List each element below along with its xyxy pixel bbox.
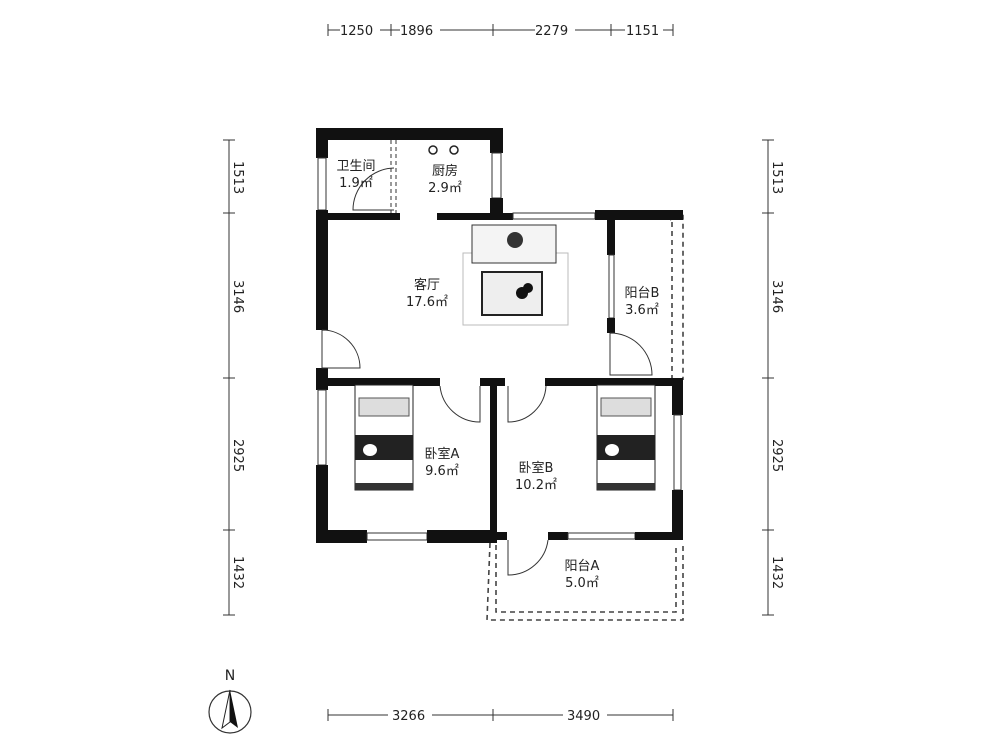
stove-burner-icon xyxy=(428,145,438,155)
dim-left-2: 3146 xyxy=(230,280,245,313)
dim-left-3: 2925 xyxy=(230,439,245,472)
dim-top-1: 1250 xyxy=(340,24,373,39)
north-compass-icon: N xyxy=(208,668,252,734)
room-balcony-b: 阳台B 3.6㎡ xyxy=(625,286,660,318)
right-dimension-line: 1513 3146 2925 1432 xyxy=(762,139,785,616)
dim-right-1: 1513 xyxy=(769,161,784,194)
room-name: 厨房 xyxy=(432,163,458,179)
side-table-icon xyxy=(507,232,523,248)
dim-right-3: 2925 xyxy=(769,439,784,472)
left-dimension-line: 1513 3146 2925 1432 xyxy=(223,139,246,616)
walls xyxy=(316,128,683,543)
room-name: 客厅 xyxy=(414,277,440,293)
room-name: 卫生间 xyxy=(336,159,375,174)
bottom-dimension-line: 3266 3490 xyxy=(327,707,674,724)
dim-top-2: 1896 xyxy=(400,24,433,39)
dim-top-4: 1151 xyxy=(626,24,659,39)
room-bedroom-b: 卧室B 10.2㎡ xyxy=(515,460,557,493)
room-area: 2.9㎡ xyxy=(428,181,462,196)
room-area: 3.6㎡ xyxy=(625,303,659,318)
room-living: 客厅 17.6㎡ xyxy=(406,277,448,310)
compass-label: N xyxy=(225,668,235,684)
room-area: 5.0㎡ xyxy=(565,576,599,591)
room-area: 10.2㎡ xyxy=(515,478,557,493)
room-name: 卧室B xyxy=(519,460,554,476)
dim-right-2: 3146 xyxy=(769,280,784,313)
room-area: 1.9㎡ xyxy=(339,176,373,191)
room-name: 阳台A xyxy=(565,559,600,574)
dim-left-4: 1432 xyxy=(230,556,245,589)
dim-top-3: 2279 xyxy=(535,24,568,39)
room-name: 卧室A xyxy=(425,446,460,462)
room-bedroom-a: 卧室A 9.6㎡ xyxy=(425,446,460,479)
top-dimension-line: 1250 1896 2279 1151 xyxy=(327,22,674,39)
coffee-table-icon xyxy=(481,271,543,316)
dim-right-4: 1432 xyxy=(769,556,784,589)
bed-icon xyxy=(354,384,414,491)
balcony-outlines xyxy=(486,210,684,621)
stove-burner-icon xyxy=(449,145,459,155)
room-bathroom: 卫生间 1.9㎡ xyxy=(336,159,375,191)
furniture xyxy=(354,145,656,491)
room-area: 17.6㎡ xyxy=(406,295,448,310)
room-name: 阳台B xyxy=(625,286,660,301)
room-kitchen: 厨房 2.9㎡ xyxy=(428,163,462,196)
dim-left-1: 1513 xyxy=(230,161,245,194)
room-balcony-a: 阳台A 5.0㎡ xyxy=(565,559,600,591)
dim-bottom-1: 3266 xyxy=(392,709,425,724)
doors xyxy=(321,140,653,576)
room-area: 9.6㎡ xyxy=(425,464,459,479)
dim-bottom-2: 3490 xyxy=(567,709,600,724)
bed-icon xyxy=(596,384,656,491)
